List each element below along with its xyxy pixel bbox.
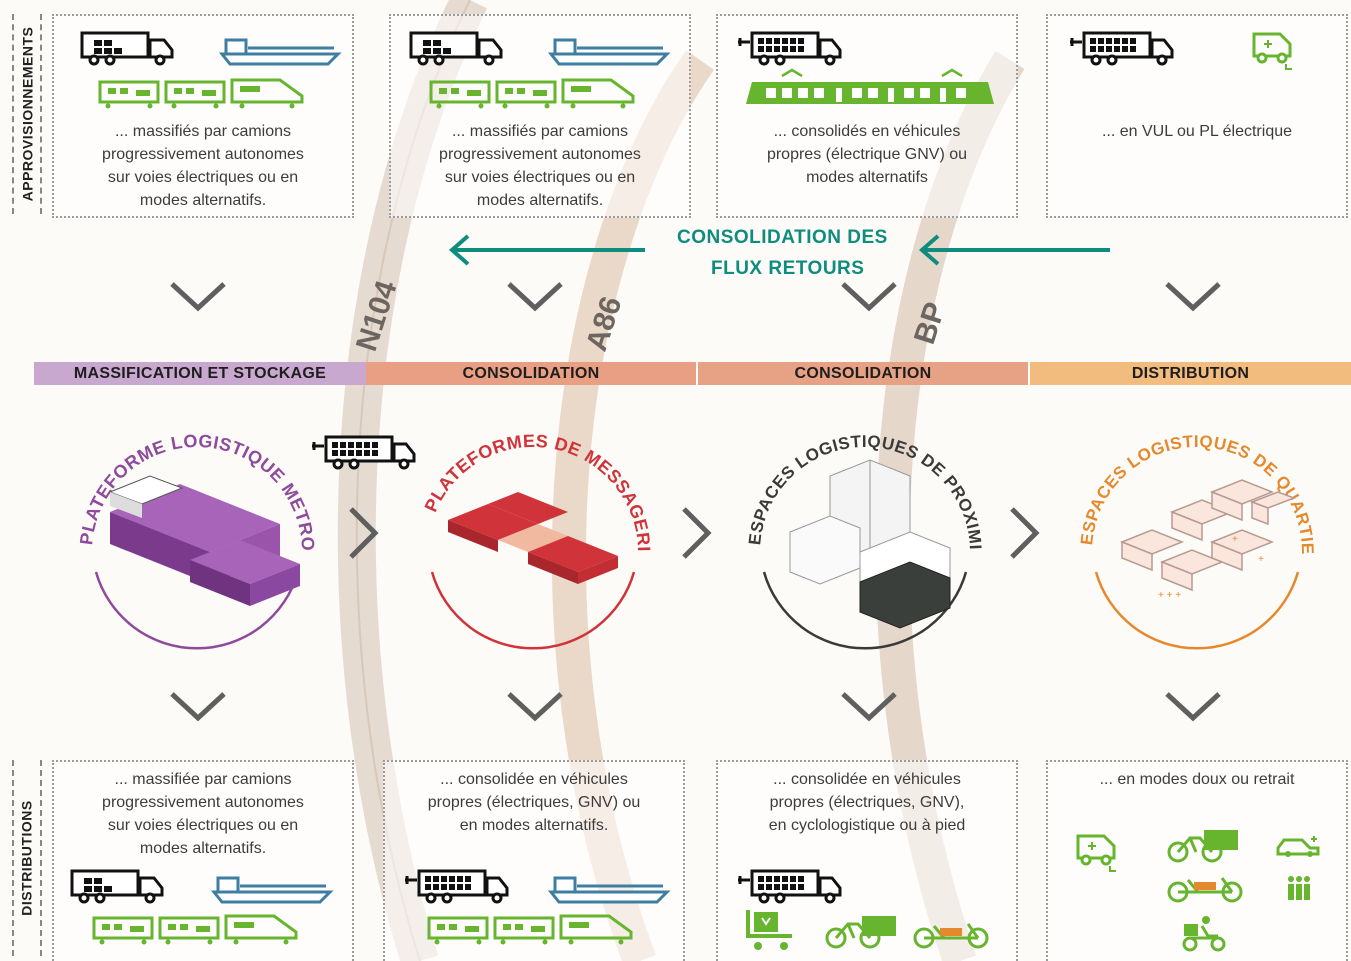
supply-box-proximity: ... consolidés en véhicules propres (éle… [716,14,1018,218]
svg-text:+: + [1232,534,1238,545]
chevron-right-icon [1010,507,1040,559]
chevron-down-icon [841,282,897,312]
modules-illustration [1119,479,1297,592]
truck-icon [80,31,174,66]
chevron-down-icon [507,282,563,312]
supply-box-text: ... en VUL ou PL électrique [1101,123,1293,140]
distribution-box-metropolitan: ... massifiée par camions progressivemen… [52,760,354,961]
electric-truck-icon [738,31,842,66]
chevron-down-icon [507,692,563,722]
distribution-box-neighbourhood: ... en modes doux ou retrait [1046,760,1348,961]
chevron-right-icon [682,507,712,559]
distribution-box-proximity: ... consolidée en véhicules propres (éle… [716,760,1018,961]
chevron-down-icon [1165,692,1221,722]
chevron-down-icon [841,692,897,722]
electric-van-icon [1252,32,1292,70]
supply-box-neighbourhood: ... en VUL ou PL électrique [1046,14,1348,218]
electric-truck-icon [405,869,509,904]
chevron-down-icon [1165,282,1221,312]
platform-proximity: ESPACES LOGISTIQUES DE PROXIMITE [730,392,985,650]
supply-box-metropolitan: ... massifiés par camions progressivemen… [52,14,354,218]
freight-train-icon [92,914,298,945]
platform-neighbourhood: ESPACES LOGISTIQUES DE QUARTIER + + +++ [1062,392,1317,650]
band-distribution: DISTRIBUTION [1030,362,1351,385]
electric-truck-icon [312,435,416,470]
band-massification: MASSIFICATION ET STOCKAGE [34,362,366,385]
band-consolidation-2: CONSOLIDATION [698,362,1028,385]
chevron-down-icon [170,282,226,312]
platform-metropolitan: PLATEFORME LOGISTIQUE METROPOLITAINE [62,392,318,650]
band-consolidation-1: CONSOLIDATION [366,362,696,385]
supply-box-text: ... consolidés en véhicules propres (éle… [766,123,968,186]
return-flow-title-2: FLUX RETOURS [711,258,865,279]
cargo-bike-icon [1167,830,1238,863]
freight-train-icon [98,78,304,109]
chevron-right-icon [349,507,379,559]
supply-box-text: ... massifiés par camions progressivemen… [439,123,641,209]
cargo-ship-icon [218,38,342,66]
cargo-bike-icon [913,923,989,949]
cargo-ship-icon [547,38,671,66]
cargo-bike-icon [1167,877,1243,903]
chevron-down-icon [170,692,226,722]
return-flow-title-1: CONSOLIDATION DES [677,227,888,248]
cargo-ship-icon [547,876,671,904]
depot-illustration [448,492,618,584]
return-arrow-left [448,234,645,266]
distribution-box-text: ... consolidée en véhicules propres (éle… [768,771,966,834]
cargo-bike-icon [825,916,896,949]
building-illustration [789,459,951,629]
warehouse-illustration [108,475,300,606]
hand-truck-icon [746,910,792,950]
electric-truck-icon [1070,31,1174,66]
tram-icon [746,68,994,104]
return-flow-arrows [448,234,1110,266]
truck-icon [409,31,503,66]
return-arrow-right [918,234,1110,266]
freight-train-icon [427,914,633,945]
pedestrians-icon [1288,876,1310,900]
svg-text:+ + +: + + + [1158,590,1181,601]
freight-train-icon [429,78,635,109]
distribution-box-text: ... consolidée en véhicules propres (éle… [427,771,641,834]
electric-truck-icon [738,869,842,904]
delivery-scooter-icon [1182,916,1226,952]
electric-van-icon [1076,834,1116,872]
svg-text:+: + [1258,554,1264,565]
distribution-box-text: ... massifiée par camions progressivemen… [102,771,304,857]
distribution-box-text: ... en modes doux ou retrait [1099,771,1295,788]
electric-car-icon [1276,836,1320,857]
truck-icon [70,869,164,904]
supply-side-label: APPROVISIONNEMENTS [12,14,42,214]
supply-box-text: ... massifiés par camions progressivemen… [102,123,304,209]
cargo-ship-icon [210,876,334,904]
distribution-box-messaging: ... consolidée en véhicules propres (éle… [383,760,685,961]
supply-box-messaging: ... massifiés par camions progressivemen… [389,14,691,218]
distribution-side-label: DISTRIBUTIONS [12,760,42,956]
